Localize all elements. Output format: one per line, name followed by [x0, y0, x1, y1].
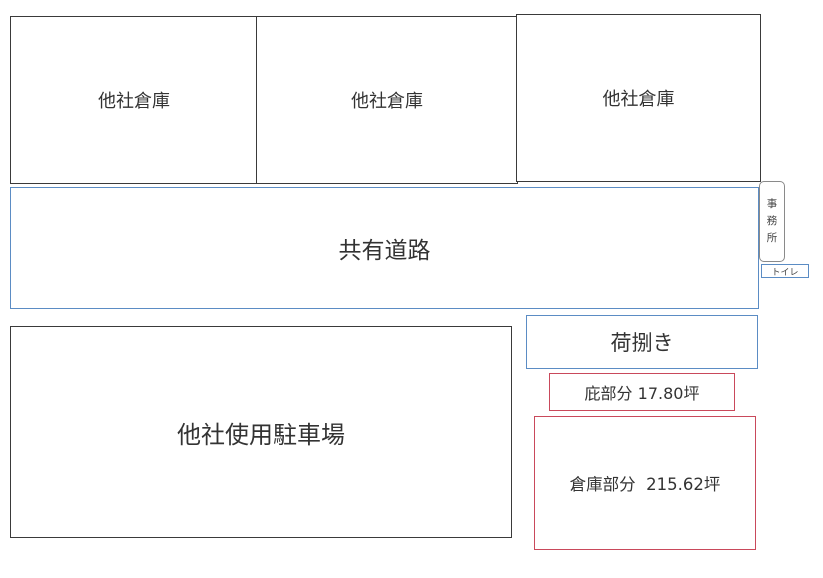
shared-road-label: 共有道路	[338, 238, 431, 264]
parking-label: 他社使用駐車場	[177, 420, 345, 449]
office-char: 務	[766, 215, 778, 228]
office-block: 事 務 所	[759, 181, 785, 262]
storage-area: 倉庫部分 215.62坪	[534, 416, 756, 550]
warehouse-label: 他社倉庫	[351, 91, 423, 112]
eaves-area: 庇部分 17.80坪	[549, 373, 735, 411]
office-char: 所	[766, 231, 778, 244]
storage-area-label: 倉庫部分 215.62坪	[569, 475, 721, 494]
other-company-parking: 他社使用駐車場	[10, 326, 512, 538]
warehouse-label: 他社倉庫	[602, 89, 675, 110]
other-company-warehouse-1: 他社倉庫	[10, 16, 258, 184]
office-char: 事	[766, 198, 778, 211]
unloading-area: 荷捌き	[526, 315, 758, 369]
eaves-area-label: 庇部分 17.80坪	[584, 384, 700, 403]
toilet-block: トイレ	[761, 264, 809, 278]
other-company-warehouse-3: 他社倉庫	[516, 14, 761, 182]
toilet-label: トイレ	[771, 267, 799, 278]
warehouse-label: 他社倉庫	[98, 91, 170, 112]
shared-road: 共有道路	[10, 187, 759, 309]
unloading-label: 荷捌き	[610, 331, 674, 355]
other-company-warehouse-2: 他社倉庫	[256, 16, 518, 184]
